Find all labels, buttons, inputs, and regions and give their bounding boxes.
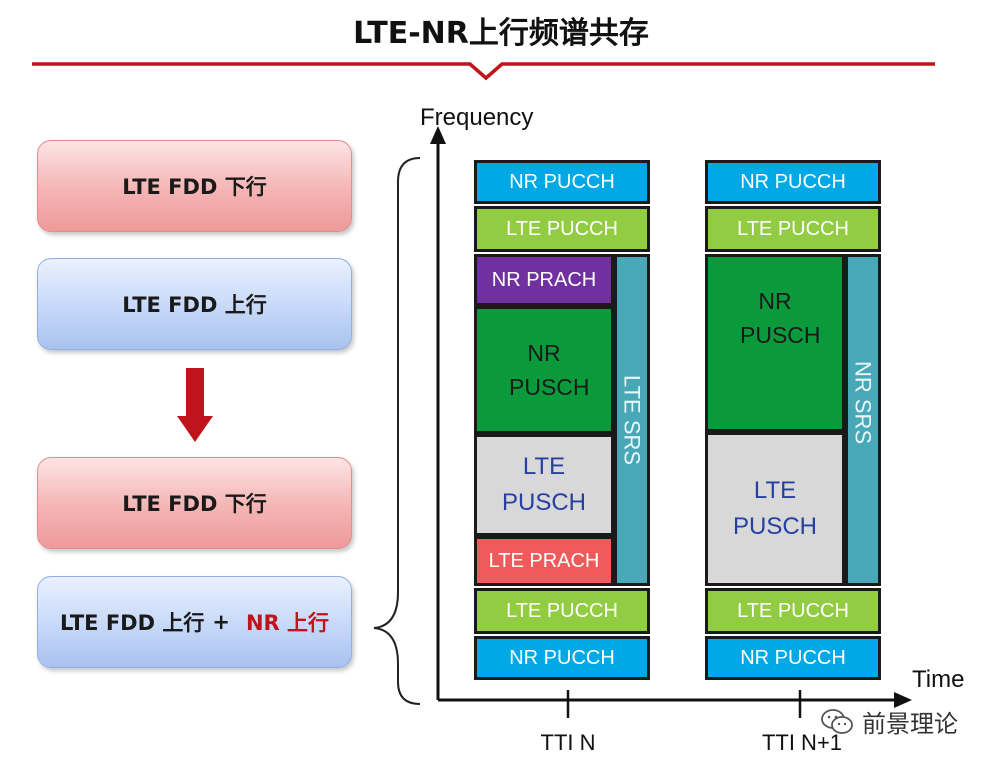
lte-nr-uplink-box: LTE FDD 上行 + NR 上行 [37,576,352,668]
tti-n-lte-pucch-top: LTE PUCCH [474,206,650,252]
tti-n-lte-prach: LTE PRACH [474,536,614,586]
plus-sign: + [212,610,230,634]
title-divider [32,62,935,81]
lte-fdd-downlink-label: LTE FDD 下行 [122,175,267,199]
tti-n-lte-pusch-label: LTE PUSCH [501,453,586,516]
tti-n-nr-pusch-label: NR PUSCH [509,339,590,401]
page-title: LTE-NR上行频谱共存 [353,16,649,51]
down-arrow-icon [177,368,213,442]
tti-n1-lte-pucch-top: LTE PUCCH [705,206,881,252]
tti-n-lte-pusch: LTE PUSCH [474,434,614,536]
tti-n1-nr-pusch: NR PUSCH [705,254,845,432]
watermark: 前景理论 [820,704,958,739]
tti-n-nr-prach: NR PRACH [474,254,614,306]
tti-n-lte-srs: LTE SRS [614,254,650,586]
lte-fdd-uplink-label-2: LTE FDD 上行 [59,611,205,635]
watermark-text: 前景理论 [862,710,958,738]
lte-fdd-downlink-box: LTE FDD 下行 [37,140,352,232]
y-axis-label: Frequency [420,104,534,131]
tti-n1-nr-pucch-top: NR PUCCH [705,160,881,204]
tti-n-nr-pusch: NR PUSCH [474,306,614,434]
wechat-icon [821,708,853,734]
tti-n-lte-pucch-bottom: LTE PUCCH [474,588,650,634]
tick-tti-n: TTI N [540,730,596,755]
tti-n1-lte-pusch-label: LTE PUSCH [732,477,817,540]
lte-fdd-uplink-box: LTE FDD 上行 [37,258,352,350]
tti-n1-nr-pucch-bottom: NR PUCCH [705,636,881,680]
x-axis-label: Time [912,666,965,693]
lte-fdd-downlink-box-2: LTE FDD 下行 [37,457,352,549]
nr-uplink-label: NR 上行 [245,611,330,635]
tti-n-nr-pucch-bottom: NR PUCCH [474,636,650,680]
tti-n1-nr-pusch-label: NR PUSCH [740,287,821,349]
tti-n1-lte-pusch: LTE PUSCH [705,432,845,586]
lte-fdd-uplink-label: LTE FDD 上行 [122,293,267,317]
lte-fdd-downlink-label-2: LTE FDD 下行 [122,492,267,516]
tti-n1-nr-srs: NR SRS [845,254,881,586]
tti-n1-lte-pucch-bottom: LTE PUCCH [705,588,881,634]
tick-tti-n1: TTI N+1 [761,730,843,755]
curly-brace [373,157,421,705]
tti-n-nr-pucch-top: NR PUCCH [474,160,650,204]
